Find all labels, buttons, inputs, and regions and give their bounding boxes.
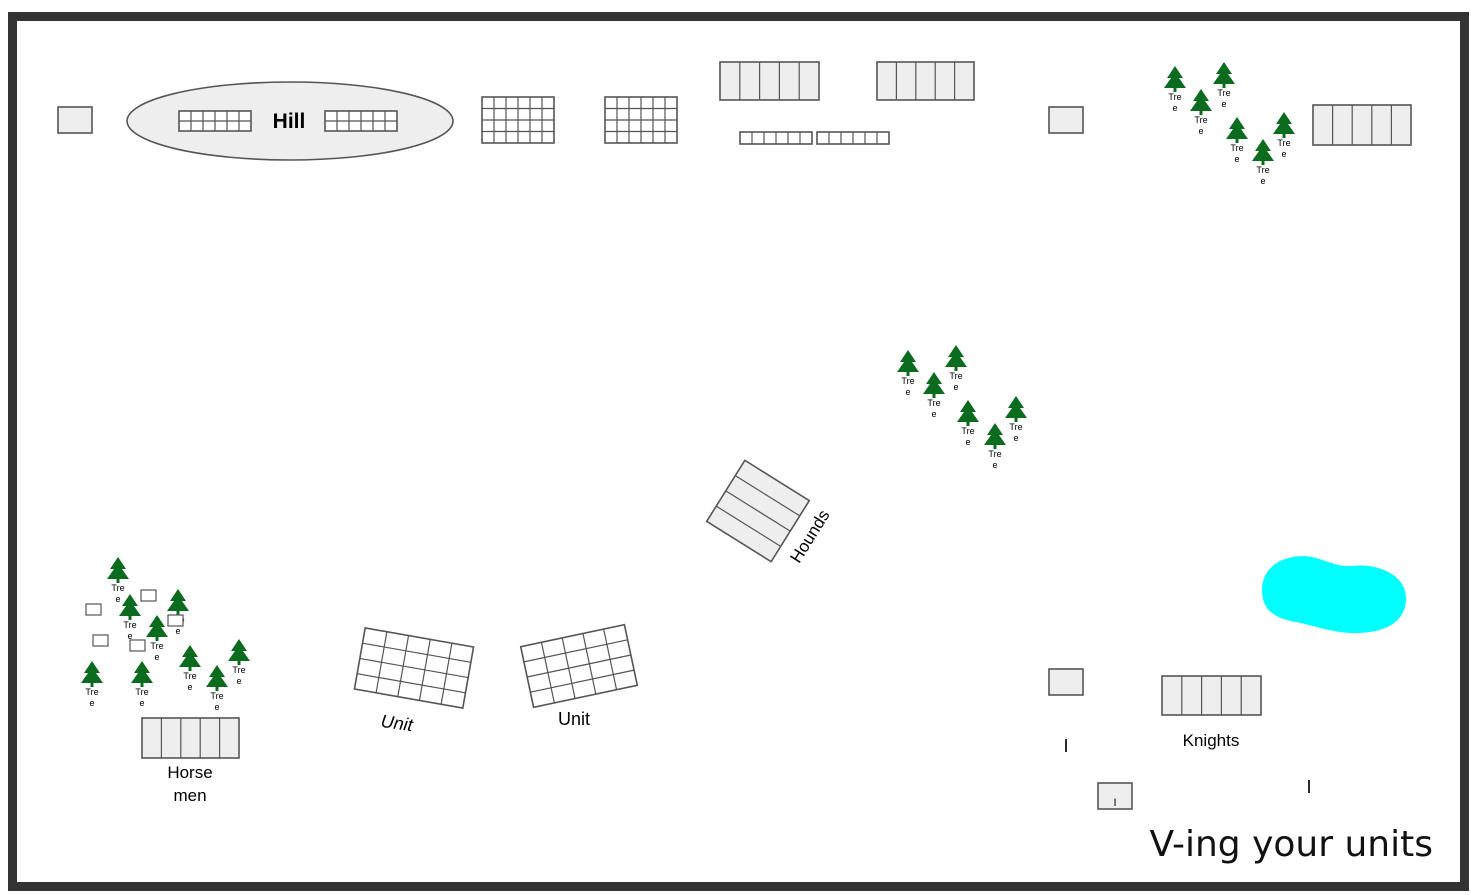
tree-label: e: [1013, 433, 1018, 443]
tree-label: Tre: [1230, 143, 1243, 153]
tree-label: Tre: [232, 665, 245, 675]
skirmish-line-unit[interactable]: [740, 132, 812, 144]
tree-label: e: [139, 698, 144, 708]
tree-label: e: [187, 682, 192, 692]
tree-label: Tre: [1277, 138, 1290, 148]
tree-label: Tre: [1194, 115, 1207, 125]
knights-unit[interactable]: [1162, 676, 1261, 715]
small-marker: [93, 635, 108, 646]
unit-outline: [142, 718, 239, 758]
tree-label: Tre: [927, 398, 940, 408]
grid-unit[interactable]: [605, 97, 677, 143]
horsemen-unit[interactable]: [142, 718, 239, 758]
tree-label: Tre: [1168, 92, 1181, 102]
knights-label: Knights: [1183, 731, 1240, 750]
tree-label: e: [931, 409, 936, 419]
marker-line: I: [1063, 736, 1068, 756]
tree-label: e: [1172, 103, 1177, 113]
unit-outline: [877, 62, 974, 100]
tree-label: Tre: [1009, 422, 1022, 432]
tree-label: Tre: [85, 687, 98, 697]
tree-label: Tre: [210, 691, 223, 701]
tree-label: Tre: [123, 620, 136, 630]
small-marker-unit[interactable]: [58, 107, 92, 133]
marker-line: I: [1113, 797, 1116, 809]
caption: V-ing your units: [1149, 824, 1433, 865]
tree-label: e: [115, 594, 120, 604]
unit-outline: [1162, 676, 1261, 715]
tree-label: Tre: [135, 687, 148, 697]
tree-label: e: [154, 652, 159, 662]
tree-label: e: [905, 387, 910, 397]
marker-line: I: [1306, 777, 1311, 797]
tree-label: Tre: [901, 376, 914, 386]
unit-outline: [720, 62, 819, 100]
tree-label: e: [1234, 154, 1239, 164]
tree-label: e: [1221, 99, 1226, 109]
tree-label: e: [992, 460, 997, 470]
tree-label: Tre: [1256, 165, 1269, 175]
tree-label: Tre: [183, 671, 196, 681]
grid-unit[interactable]: [482, 97, 554, 143]
horsemen-label: men: [173, 786, 206, 805]
column-unit[interactable]: [1313, 105, 1411, 145]
tree-label: Tre: [949, 371, 962, 381]
horsemen-label: Horse: [167, 763, 212, 782]
tree-label: e: [965, 437, 970, 447]
small-marker-unit[interactable]: [1049, 669, 1083, 695]
small-marker-unit[interactable]: [1049, 107, 1083, 133]
small-marker: [130, 640, 145, 651]
hill-unit-left[interactable]: [179, 111, 251, 131]
small-marker: [168, 615, 183, 626]
tree-label: Tre: [961, 426, 974, 436]
tree-label: Tre: [150, 641, 163, 651]
hill-label: Hill: [273, 110, 306, 133]
tree-label: Tre: [111, 583, 124, 593]
tree-label: e: [89, 698, 94, 708]
hill-unit-right[interactable]: [325, 111, 397, 131]
column-unit[interactable]: [720, 62, 819, 100]
tree-label: e: [953, 382, 958, 392]
tree-label: Tre: [1217, 88, 1230, 98]
unit-label: Unit: [558, 709, 590, 729]
skirmish-line-unit[interactable]: [817, 132, 889, 144]
tree-label: e: [236, 676, 241, 686]
small-marker: [141, 590, 156, 601]
tree-label: e: [1260, 176, 1265, 186]
tree-label: e: [214, 702, 219, 712]
tree-label: Tre: [988, 449, 1001, 459]
small-marker: [86, 604, 101, 615]
tree-label: e: [1281, 149, 1286, 159]
tree-label: e: [175, 626, 180, 636]
unit-outline: [1313, 105, 1411, 145]
column-unit[interactable]: [877, 62, 974, 100]
tree-label: e: [1198, 126, 1203, 136]
